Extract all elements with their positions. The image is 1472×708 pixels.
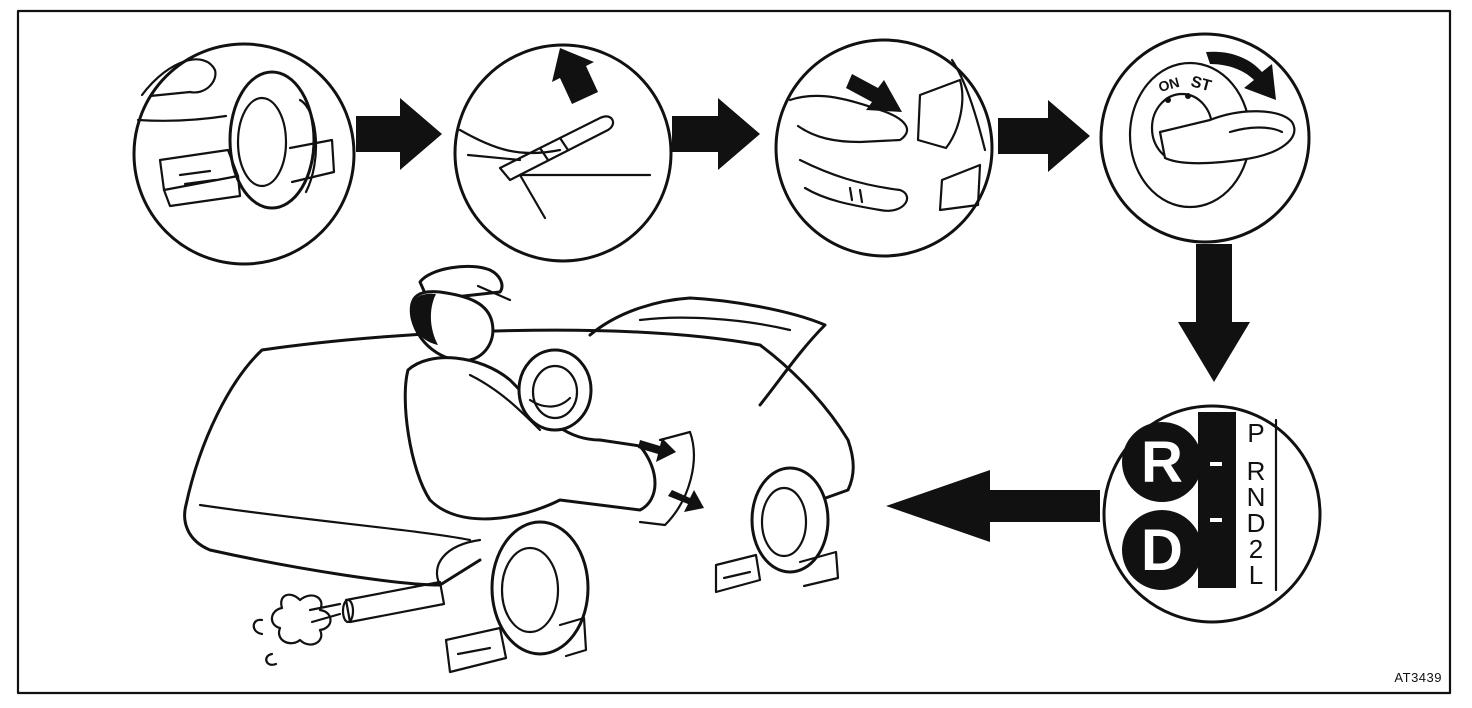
gate-letter-l: L <box>1249 560 1263 590</box>
figure-id-label: AT3439 <box>1394 670 1442 685</box>
gate-letter-r: R <box>1247 456 1266 486</box>
step-2-parking-brake-circle <box>453 43 673 263</box>
mechanic-car-scene <box>183 264 855 674</box>
gate-letter-n: N <box>1247 482 1266 512</box>
step-1-wheel-chocks-circle <box>132 42 356 266</box>
d-position-badge <box>1122 510 1202 590</box>
flow-arrow-2 <box>672 98 760 170</box>
step-3-brake-pedal-circle <box>774 38 994 258</box>
flow-arrow-left <box>886 470 1100 542</box>
flow-arrow-down <box>1178 244 1250 382</box>
ignition-on-label: ON <box>1157 74 1181 95</box>
flow-arrow-1 <box>356 98 442 170</box>
step-5-shift-panel-circle: R D P R N D 2 L <box>1102 404 1322 624</box>
ignition-start-label: ST <box>1189 73 1213 95</box>
gate-letter-d: D <box>1247 508 1266 538</box>
diagram-border <box>16 9 1452 695</box>
step-4-ignition-key-circle: ON ST <box>1099 32 1311 244</box>
r-position-letter: R <box>1141 430 1183 495</box>
flow-arrow-3 <box>998 100 1090 172</box>
gate-letter-p: P <box>1247 418 1264 448</box>
d-position-letter: D <box>1141 518 1183 583</box>
gate-letter-2: 2 <box>1249 534 1263 564</box>
r-position-badge <box>1122 422 1202 502</box>
